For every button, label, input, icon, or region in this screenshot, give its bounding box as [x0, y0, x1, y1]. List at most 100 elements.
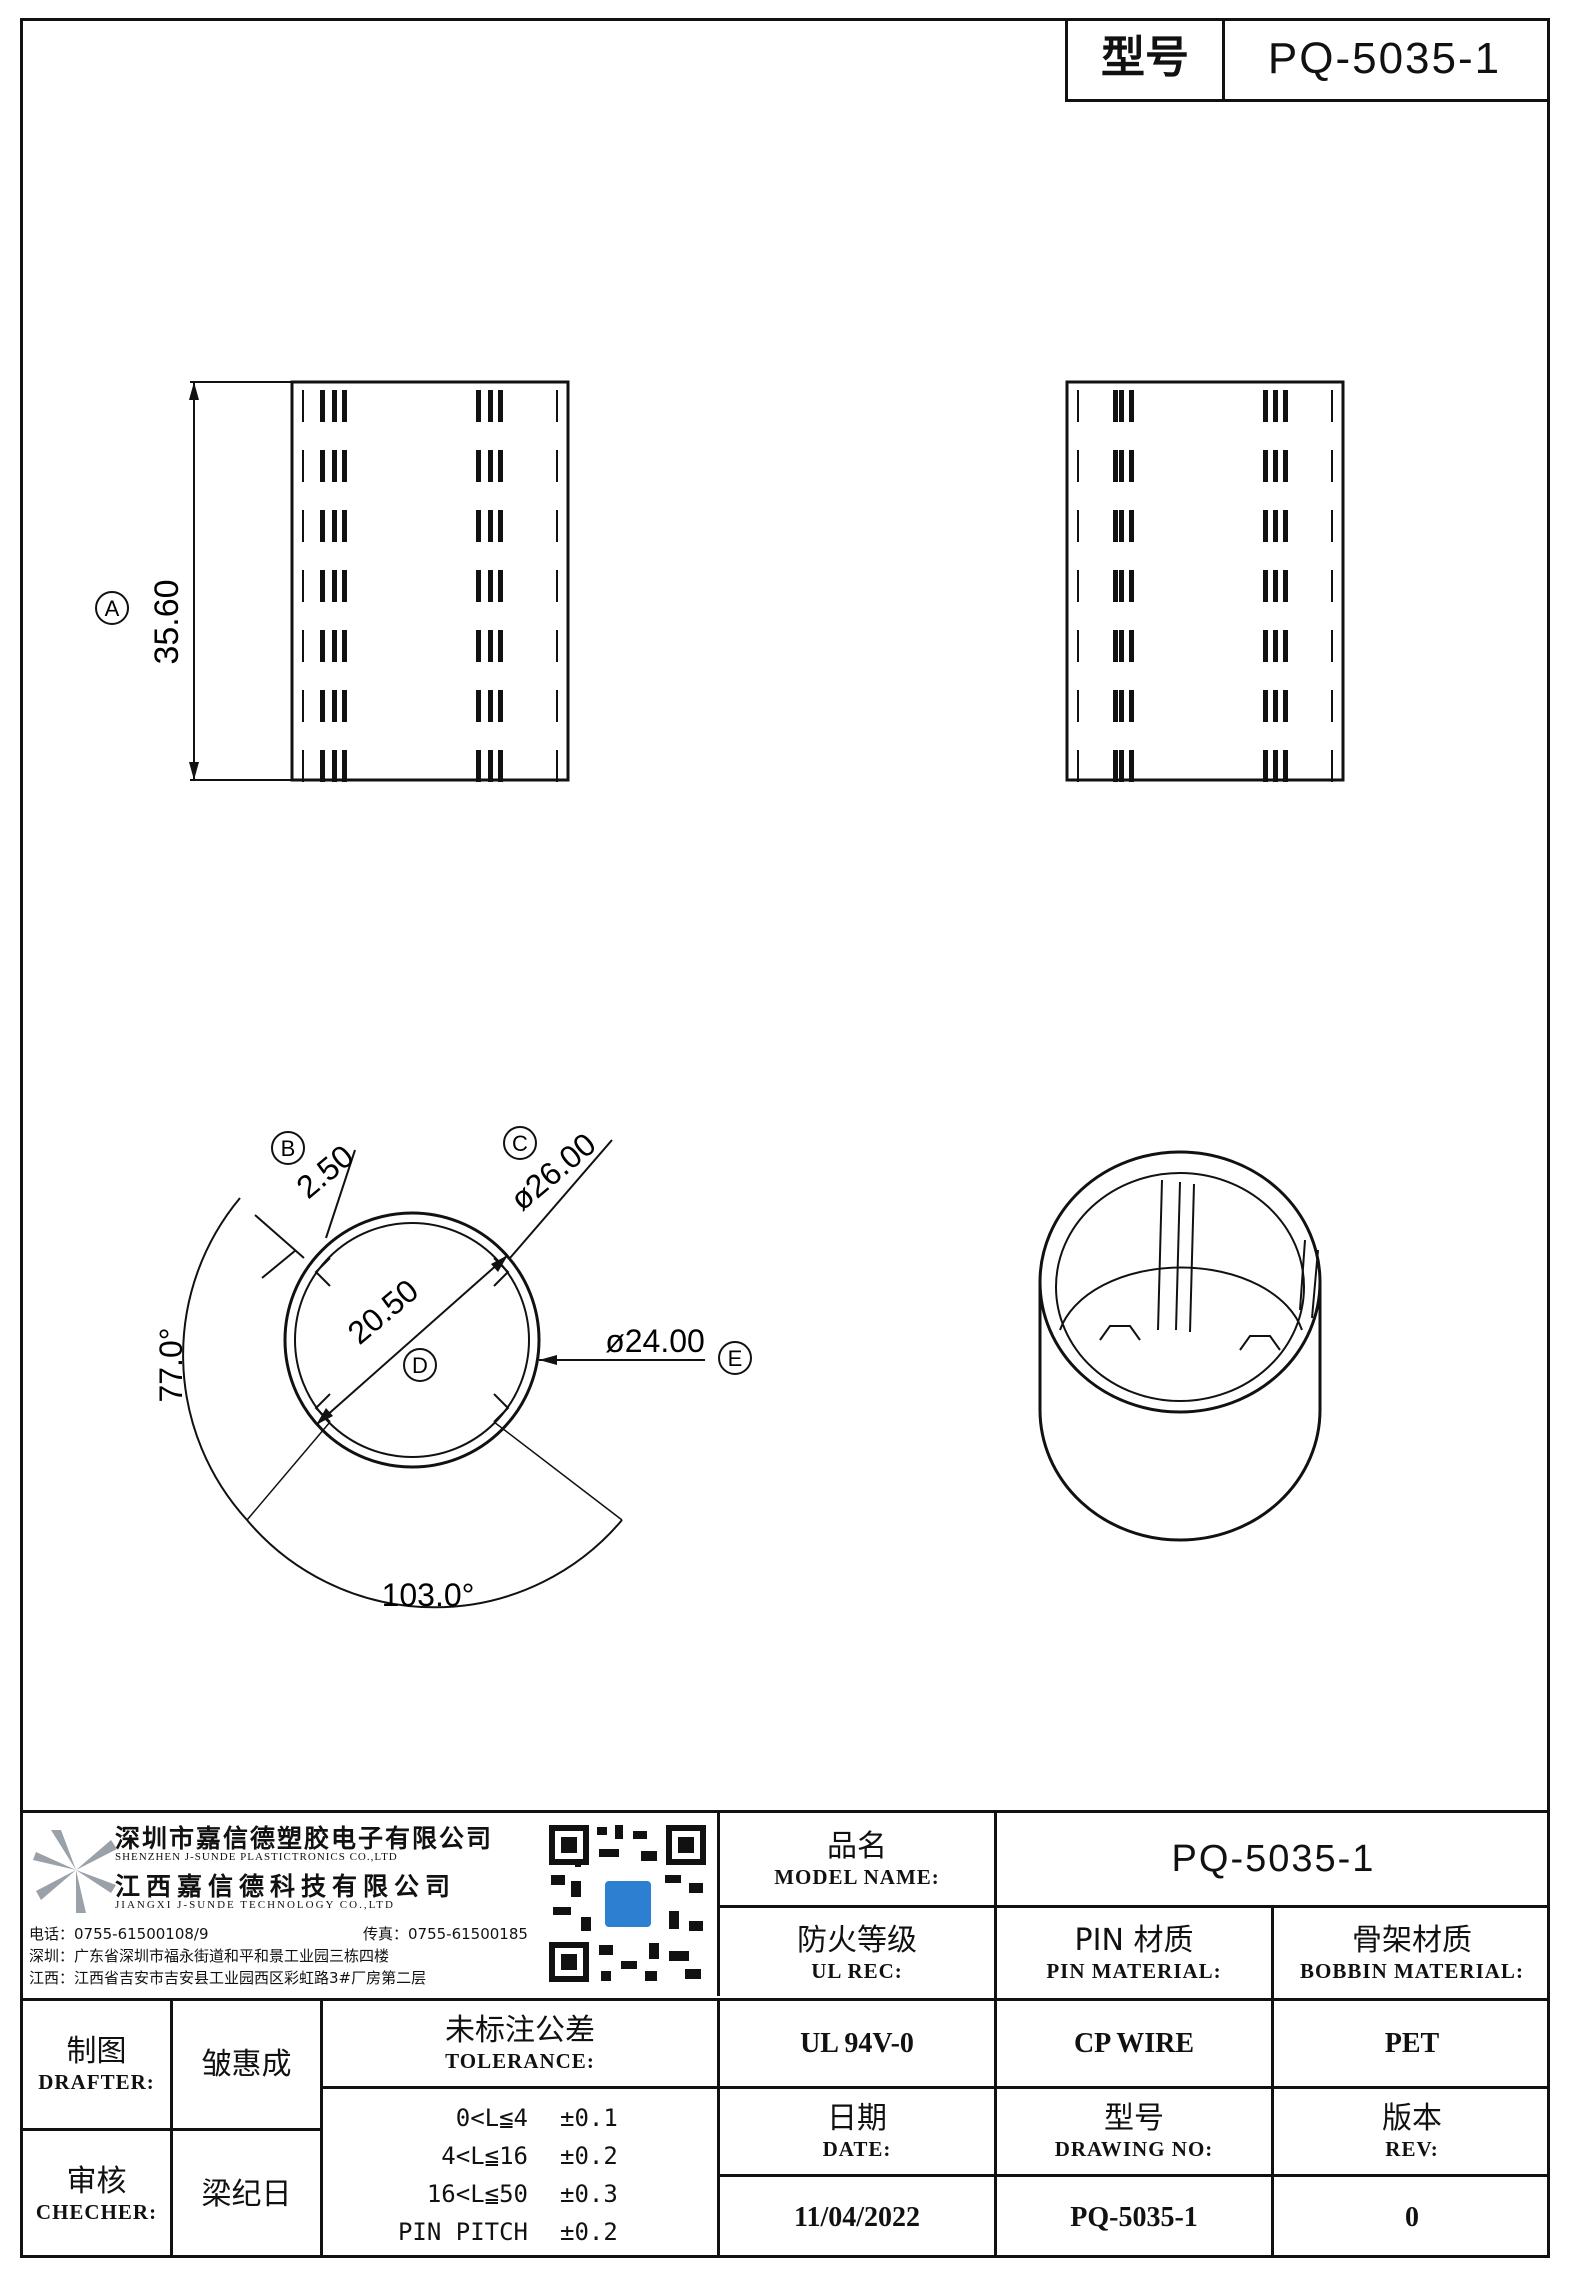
- slot-mark: [1273, 510, 1278, 542]
- slot-mark: [302, 570, 304, 602]
- slot-mark: [1113, 690, 1118, 722]
- drawing-label-cell: 型号 DRAWING NO:: [997, 2089, 1274, 2177]
- slot-mark: [476, 690, 481, 722]
- drafter-name-cell: 皱惠成: [173, 2001, 323, 2131]
- ul-en: UL REC:: [811, 1958, 903, 1983]
- tolerance-row: 4<L≦16 ±0.2: [323, 2137, 717, 2175]
- slot-mark: [320, 690, 325, 722]
- slot-mark: [1129, 750, 1134, 782]
- slot-mark: [1273, 390, 1278, 422]
- slot-mark: [1263, 390, 1268, 422]
- bobbin-cn: 骨架材质: [1352, 1922, 1472, 1958]
- tolerance-range: 4<L≦16: [441, 2142, 528, 2170]
- tolerance-value: ±0.1: [560, 2104, 618, 2132]
- slot-mark: [1331, 750, 1333, 782]
- slot-mark: [476, 450, 481, 482]
- pin-cn: PIN 材质: [1074, 1922, 1194, 1958]
- slot-mark: [320, 630, 325, 662]
- checker-name: 梁纪日: [201, 2176, 292, 2212]
- drafter-name: 皱惠成: [201, 2046, 292, 2082]
- slot-mark: [556, 750, 558, 782]
- tolerance-value: ±0.2: [560, 2218, 618, 2246]
- top-view: [182, 1139, 705, 1609]
- e-balloon: [718, 1341, 752, 1375]
- slot-mark: [1077, 750, 1079, 782]
- tolerance-range: 16<L≦50: [426, 2180, 528, 2208]
- slot-mark: [1273, 630, 1278, 662]
- checker-name-cell: 梁纪日: [173, 2131, 323, 2258]
- slot-mark: [302, 750, 304, 782]
- drafter-label-cell: 制图 DRAFTER:: [23, 2001, 173, 2131]
- slot-mark: [1129, 570, 1134, 602]
- e-value: ø24.00: [605, 1323, 705, 1359]
- slot-mark: [1273, 690, 1278, 722]
- date-value: 11/04/2022: [793, 2201, 920, 2233]
- header-model-value-cell: PQ-5035-1: [1222, 18, 1550, 102]
- slot-mark: [476, 750, 481, 782]
- slot-mark: [1077, 570, 1079, 602]
- company-address-jx: 江西：江西省吉安市吉安县工业园西区彩虹路3#厂房第二层: [29, 1969, 427, 1987]
- slot-mark: [1113, 390, 1118, 422]
- model-name-value: PQ-5035-1: [1171, 1837, 1376, 1880]
- slot-mark: [1119, 750, 1124, 782]
- header-model-label: 型号: [1101, 32, 1189, 84]
- slot-mark: [332, 750, 337, 782]
- tolerance-value: ±0.3: [560, 2180, 618, 2208]
- company-name-en-2: JIANGXI J-SUNDE TECHNOLOGY CO.,LTD: [115, 1899, 395, 1911]
- slot-mark: [1113, 750, 1118, 782]
- tolerance-cn: 未标注公差: [445, 2013, 595, 2048]
- slot-mark: [1113, 450, 1118, 482]
- date-cn: 日期: [827, 2101, 887, 2136]
- checker-label-cell: 审核 CHECHER:: [23, 2131, 173, 2258]
- slot-marks-right: [1077, 390, 1333, 782]
- company-phone: 电话：0755-61500108/9: [29, 1925, 209, 1943]
- slot-mark: [488, 570, 493, 602]
- tolerance-en: TOLERANCE:: [445, 2049, 595, 2073]
- slot-mark: [1273, 750, 1278, 782]
- pin-label-cell: PIN 材质 PIN MATERIAL:: [997, 1908, 1274, 1998]
- slot-mark: [1273, 570, 1278, 602]
- slot-mark: [342, 630, 347, 662]
- slot-mark: [1113, 570, 1118, 602]
- tolerance-value: ±0.2: [560, 2142, 618, 2170]
- slot-mark: [1129, 630, 1134, 662]
- slot-mark: [488, 390, 493, 422]
- angle-103: 103.0°: [382, 1577, 475, 1613]
- rev-label-cell: 版本 REV:: [1274, 2089, 1550, 2177]
- drafter-en: DRAFTER:: [38, 2070, 155, 2094]
- slot-mark: [1331, 510, 1333, 542]
- date-value-cell: 11/04/2022: [720, 2177, 997, 2258]
- slot-mark: [476, 390, 481, 422]
- slot-mark: [1263, 690, 1268, 722]
- slot-mark: [342, 450, 347, 482]
- slot-mark: [1119, 690, 1124, 722]
- slot-mark: [476, 510, 481, 542]
- e-label: E: [728, 1346, 743, 1371]
- slot-mark: [1331, 630, 1333, 662]
- slot-mark: [1283, 450, 1288, 482]
- tolerance-row: PIN PITCH ±0.2: [323, 2213, 717, 2251]
- ul-label-cell: 防火等级 UL REC:: [720, 1908, 997, 1998]
- slot-mark: [1077, 450, 1079, 482]
- slot-mark: [342, 750, 347, 782]
- slot-mark: [498, 510, 503, 542]
- slot-mark: [1077, 510, 1079, 542]
- slot-mark: [1119, 630, 1124, 662]
- slot-mark: [1283, 390, 1288, 422]
- slot-mark: [1331, 570, 1333, 602]
- slot-mark: [1129, 690, 1134, 722]
- ul-value: UL 94V-0: [800, 2027, 914, 2059]
- slot-mark: [1129, 390, 1134, 422]
- drawing-cn: 型号: [1104, 2101, 1164, 2136]
- company-logo-icon: [33, 1830, 117, 1913]
- slot-mark: [332, 450, 337, 482]
- slot-mark: [332, 390, 337, 422]
- rev-en: REV:: [1385, 2137, 1439, 2161]
- slot-mark: [1283, 510, 1288, 542]
- slot-mark: [1263, 750, 1268, 782]
- slot-mark: [476, 630, 481, 662]
- slot-mark: [332, 690, 337, 722]
- title-divider: [20, 1998, 1550, 2001]
- rev-value: 0: [1405, 2201, 1419, 2233]
- slot-mark: [488, 690, 493, 722]
